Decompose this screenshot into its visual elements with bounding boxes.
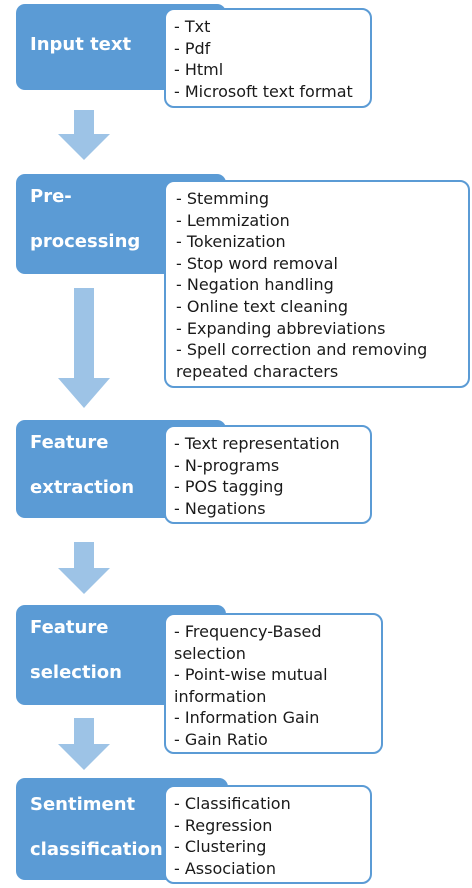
list-item: - Classification — [174, 794, 291, 813]
list-item: - Frequency-Based selection — [174, 622, 322, 663]
down-arrow-icon — [58, 110, 110, 160]
stage-label: Feature — [30, 617, 109, 638]
list-item: - Association — [174, 858, 276, 878]
list-item: - Negations — [174, 498, 266, 518]
list-item: - Gain Ratio — [174, 729, 268, 749]
list-item: - Tokenization — [176, 232, 286, 252]
stage-preprocessing-details: - Stemming - Lemmization - Tokenization … — [164, 180, 470, 388]
list-item: - Text representation — [174, 434, 340, 453]
stage-label: processing — [30, 231, 141, 252]
down-arrow-icon — [58, 718, 110, 770]
list-item: - Spell correction and removing repeated… — [176, 340, 428, 381]
list-item: - Negation handling — [176, 275, 334, 295]
down-arrow-icon — [58, 542, 110, 594]
list-item: - Online text cleaning — [176, 296, 348, 316]
list-item: - Stop word removal — [176, 253, 338, 273]
list-item: - Expanding abbreviations — [176, 318, 386, 338]
list-item: - Microsoft text format — [174, 81, 353, 101]
stage-input-text-details: - Txt - Pdf - Html - Microsoft text form… — [164, 8, 372, 108]
list-item: - Point-wise mutual information — [174, 665, 328, 706]
list-item: - Html — [174, 60, 224, 80]
list-item: - Clustering — [174, 837, 267, 857]
stage-label: Sentiment — [30, 794, 136, 815]
list-item: - Lemmization — [176, 210, 290, 230]
down-arrow-icon — [58, 288, 110, 408]
stage-label: Feature — [30, 432, 109, 453]
stage-label: Pre- — [30, 186, 72, 207]
stage-label: classification — [30, 839, 163, 860]
list-item: - POS tagging — [174, 477, 284, 497]
stage-label: selection — [30, 662, 122, 683]
stage-label: Input text — [30, 34, 132, 55]
stage-feature-selection-details: - Frequency-Based selection - Point-wise… — [164, 613, 383, 754]
stage-label: extraction — [30, 477, 135, 498]
stage-feature-extraction-details: - Text representation - N-programs - POS… — [164, 425, 372, 524]
list-item: - Regression — [174, 815, 273, 835]
list-item: - N-programs — [174, 455, 280, 475]
stage-sentiment-classification-details: - Classification - Regression - Clusteri… — [164, 785, 372, 884]
list-item: - Txt — [174, 17, 211, 36]
list-item: - Pdf — [174, 38, 211, 58]
list-item: - Stemming — [176, 189, 270, 208]
list-item: - Information Gain — [174, 708, 320, 728]
